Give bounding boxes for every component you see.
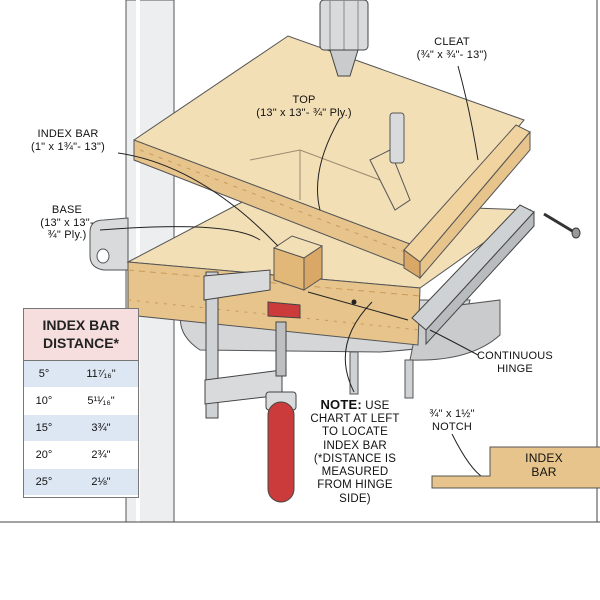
table-distance: 5¹¹⁄₁₆": [87, 395, 115, 407]
note-text: NOTE: USE CHART AT LEFT TO LOCATE INDEX …: [310, 397, 400, 505]
table-row: 15° 3¾": [24, 415, 138, 442]
label-notch: ¾" x 1½"NOTCH: [429, 408, 475, 433]
bar-clamp: [203, 269, 301, 503]
table-distance: 2¾": [91, 449, 111, 461]
table-row: 20° 2¾": [24, 442, 138, 469]
clamp-handle: [267, 401, 295, 503]
label-top: TOP(13" x 13"- ¾" Ply.): [256, 94, 352, 119]
table-angle: 25°: [35, 476, 53, 488]
drill-chuck: [319, 0, 369, 77]
dimension-dots: [351, 299, 357, 305]
index-bar-detail-shape: [431, 446, 600, 489]
hold-down: [389, 112, 405, 164]
top-panel: [133, 35, 525, 269]
table-distance: 3¾": [91, 422, 111, 434]
cleat: [403, 124, 531, 280]
table-distance: 2⅛": [91, 476, 111, 488]
continuous-hinge: [411, 204, 535, 346]
table-angle: 15°: [35, 422, 53, 434]
label-index-bar: INDEX BAR(1" x 1¾"- 13"): [30, 128, 106, 153]
table-title-line2: DISTANCE*: [43, 335, 119, 351]
table-row: 10° 5¹¹⁄₁₆": [24, 388, 138, 415]
index-bar-distance-table: INDEX BAR DISTANCE* 5° 11⁷⁄₁₆" 10° 5¹¹⁄₁…: [23, 308, 139, 498]
table-row: 25° 2⅛": [24, 469, 138, 496]
table-angle: 10°: [35, 395, 53, 407]
index-bar: [272, 235, 324, 291]
table-distance: 11⁷⁄₁₆": [86, 368, 116, 380]
table-title-line1: INDEX BAR: [42, 317, 120, 333]
label-base: BASE(13" x 13"-¾" Ply.): [40, 204, 94, 242]
note-head: NOTE:: [320, 397, 362, 412]
table-row: 5° 11⁷⁄₁₆": [24, 361, 138, 388]
table-angle: 5°: [38, 368, 50, 380]
table-angle: 20°: [35, 449, 53, 461]
screw: [543, 212, 581, 239]
fence: [369, 149, 411, 211]
label-cleat: CLEAT(¾" x ¾"- 13"): [416, 36, 488, 61]
table-header: INDEX BAR DISTANCE*: [24, 309, 138, 361]
